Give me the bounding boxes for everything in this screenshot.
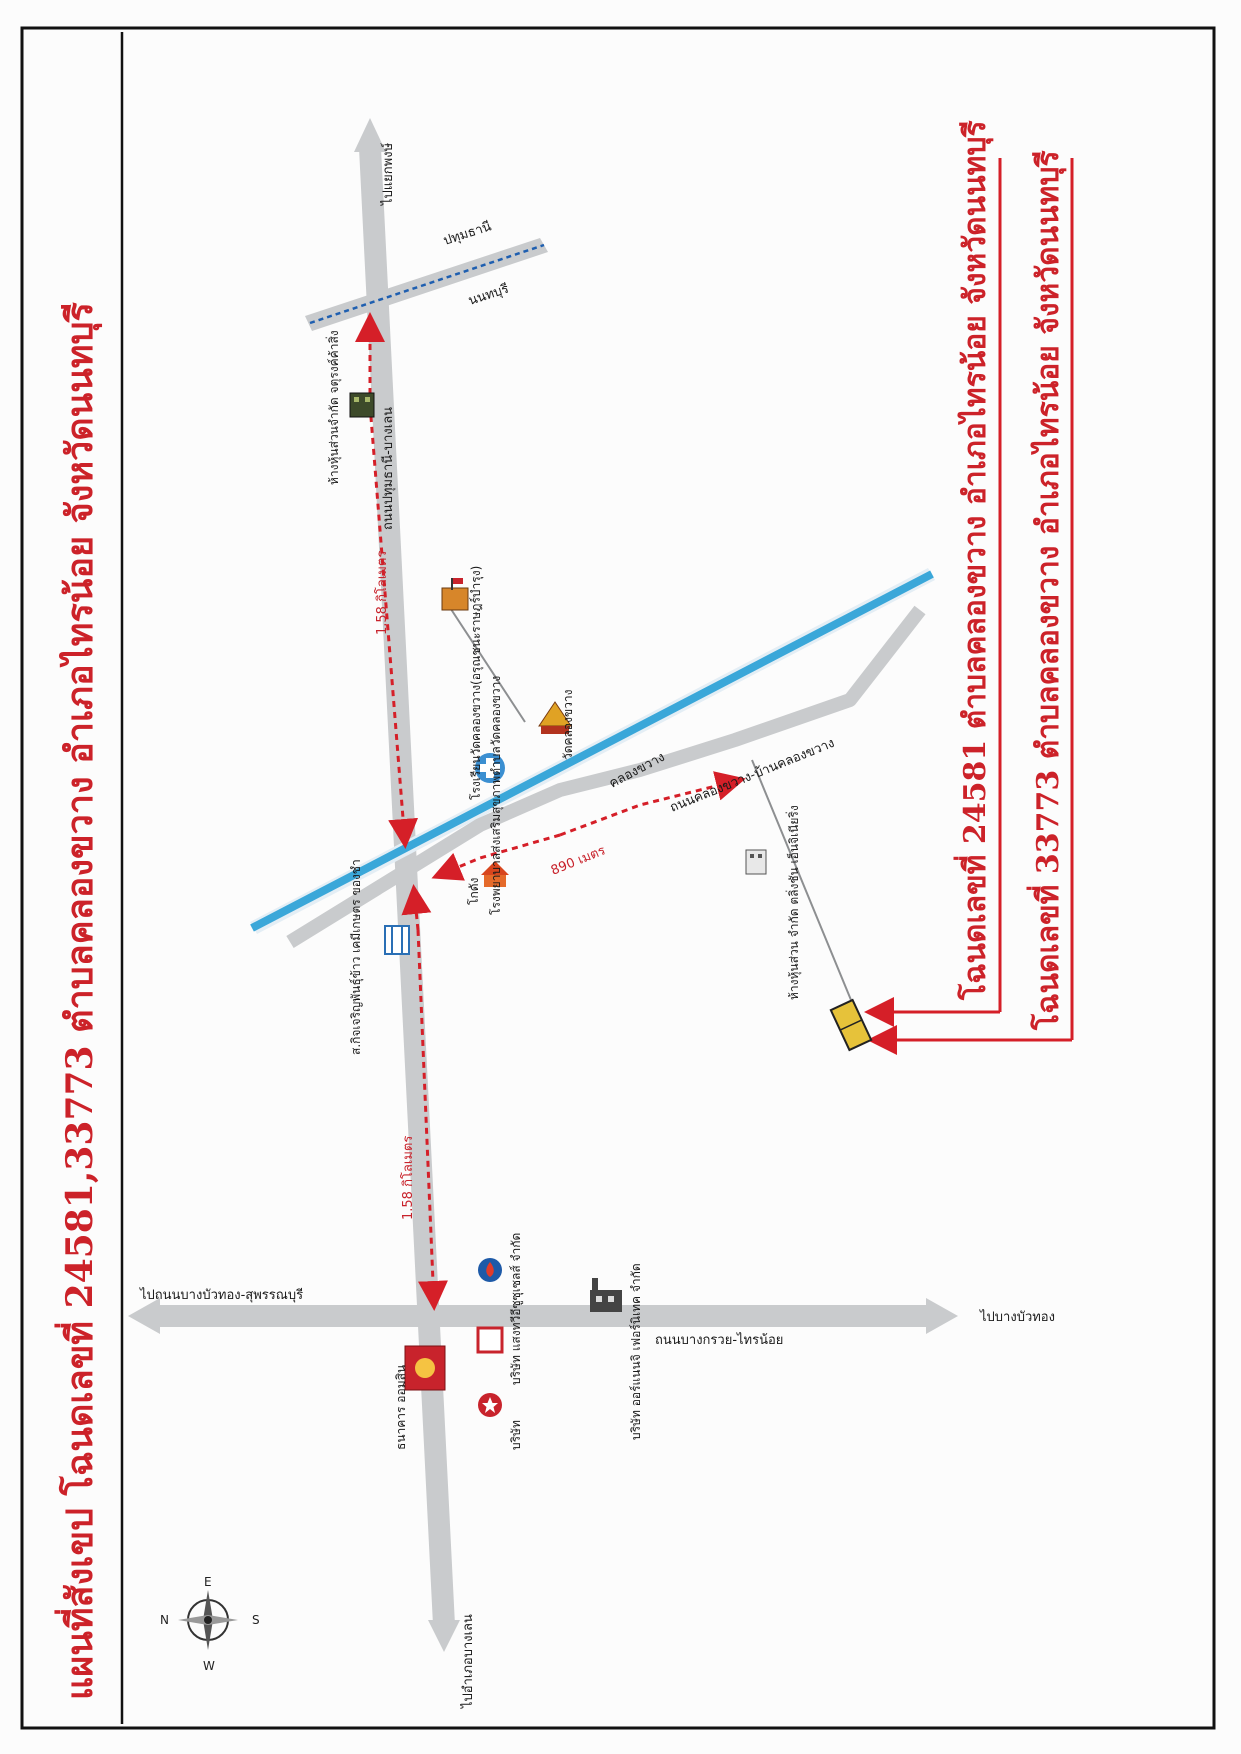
road-label-cross: ถนนบางกรวย-ไทรน้อย [655,1332,783,1348]
khlongkhwang-road [286,605,926,948]
road-label-left: ไปถนนบางบัวทอง-สุพรรณบุรี [139,1287,303,1303]
label-shop-lower: ห้างหุ้นส่วน จำกัด ตลิ่งชัน เอ็นจิเนียริ… [785,805,802,1000]
route-lane-left [431,833,561,881]
outer-frame [20,26,1216,1730]
road-label-bottom: ไปอำเภอบางเลน [460,1614,476,1709]
plot2-label: โฉนดเลขที่ 33773 ตำบลคลองขวาง อำเภอไทรน้… [1026,150,1067,1031]
route-lane-right [559,771,746,837]
route-bottom-down [416,929,448,1311]
compass-e: E [204,1575,212,1589]
cross-road-arrow-right [926,1298,958,1334]
label-market: โกดัง [467,878,481,905]
label-school: โรงเรียนวัดคลองขวาง(อรุณชนะราษฎร์บำรุง) [469,566,484,800]
compass-n: N [160,1613,169,1627]
plot-connector [751,759,852,1001]
plot1-label: โฉนดเลขที่ 24581 ตำบลคลองขวาง อำเภอไทรน้… [953,120,994,1001]
road-label-top: ไปแยกพงษ์ [380,142,396,206]
route-top-down [368,404,419,849]
canal [250,570,934,932]
hospital-icon [475,753,505,783]
warehouse-icon [384,925,410,955]
building-icon [349,392,375,418]
road-label-right: ไปบางบัวทอง [979,1309,1055,1325]
compass-s: S [252,1613,260,1627]
main-road-arrow-top [354,118,386,152]
province-pathumthani: ปทุมธานี [441,218,493,249]
main-road-arrow-bottom [428,1620,460,1652]
distance-top: 1.58 กิโลเมตร [374,551,390,635]
label-hospital: โรงพยาบาลส่งเสริมสุขภาพตำบลวัดคลองขวาง [489,676,504,915]
label-ptt: บริษัท แสงทวีอีซูซุเซลส์ จำกัด [509,1233,524,1385]
distance-bottom: 1.58 กิโลเมตร [400,1136,416,1220]
distance-lane: 890 เมตร [549,843,608,878]
label-factory: บริษัท ออร์แนนจิ เฟอร์นิเทค จำกัด [629,1263,643,1440]
road-label-main: ถนนปทุมธานี-บางเลน [380,407,396,530]
label-shop-top: ห้างหุ้นส่วนจำกัด จตุรงค์ค้าสิ่ง [325,330,342,485]
map-title: แผนที่สังเขป โฉนดเลขที่ 24581,33773 ตำบล… [54,302,103,1700]
cross-road-arrow-left [128,1298,160,1334]
cross-road [155,1305,930,1327]
shop-lower-icon [745,849,767,875]
label-caltex: บริษัท [509,1420,523,1450]
market-icon [481,861,509,887]
province-nonthaburi: นนทบุรี [466,281,511,309]
bank-icon [404,1345,446,1391]
compass-icon [178,1590,238,1650]
border-strip [305,238,548,331]
ptt-icon [476,1326,504,1354]
temple-icon [538,701,572,734]
plot-parcel [829,998,873,1052]
label-temple: วัดคลองขวาง [561,689,575,760]
caltex-icon [478,1393,502,1417]
school-connector [444,599,526,723]
compass-w: W [203,1659,215,1673]
label-warehouse: ส.กิจเจริญพันธุ์ข้าว เคมีเกษตร ของชำ [349,859,364,1055]
school-icon [441,578,469,611]
label-bank: ธนาคาร ออมสิน [394,1365,408,1450]
factory-icon [590,1278,622,1312]
route-bottom-up [401,884,432,931]
fuel-icon [478,1258,502,1282]
